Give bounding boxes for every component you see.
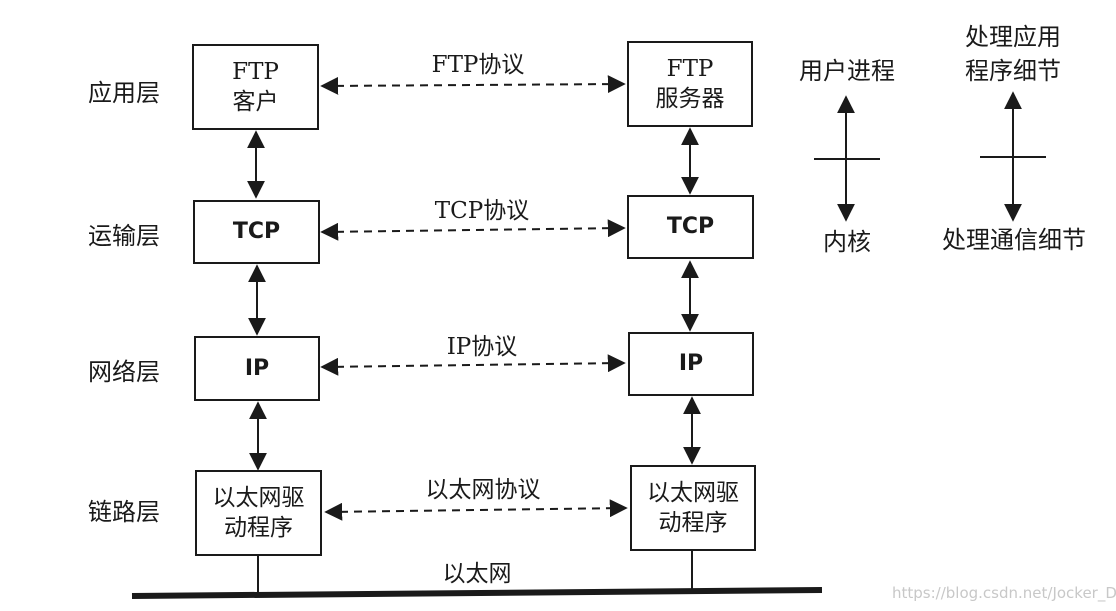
server-eth-driver-box: 以太网驱 动程序 — [630, 465, 756, 551]
client-eth-driver-box: 以太网驱 动程序 — [195, 470, 322, 556]
server-eth-line1: 以太网驱 — [647, 480, 739, 506]
ftp-protocol-arrow — [320, 75, 626, 95]
client-ip-box: IP — [194, 336, 320, 401]
client-tcp-box: TCP — [193, 200, 320, 264]
legend-app-details-line2: 程序细节 — [965, 57, 1061, 85]
client-eth-line1: 以太网驱 — [212, 485, 305, 511]
legend-app-details: 处理应用 程序细节 — [955, 20, 1071, 88]
watermark-text: https://blog.csdn.net/Jocker_D — [892, 584, 1116, 602]
layer-label-link: 链路层 — [88, 498, 160, 526]
layer-label-transport: 运输层 — [88, 222, 160, 250]
client-tcp-label: TCP — [232, 219, 281, 244]
ethernet-medium-label: 以太网 — [442, 561, 512, 587]
ip-protocol-arrow — [320, 354, 626, 376]
eth-protocol-arrow — [324, 499, 628, 521]
legend-user-process: 用户进程 — [799, 57, 895, 85]
legend-app-details-line1: 处理应用 — [965, 23, 1061, 51]
client-ftp-line2: 客户 — [232, 89, 279, 115]
client-eth-line2: 动程序 — [224, 515, 293, 541]
server-ip-label: IP — [678, 351, 704, 376]
ftp-protocol-label: FTP协议 — [431, 52, 525, 78]
server-ip-box: IP — [628, 332, 754, 396]
tcp-protocol-arrow — [320, 219, 626, 241]
legend-kernel: 内核 — [823, 228, 871, 256]
server-eth-line2: 动程序 — [658, 510, 728, 536]
legend-comm-details: 处理通信细节 — [942, 226, 1086, 254]
server-ftp-line2: 服务器 — [655, 86, 725, 112]
ip-protocol-label: IP协议 — [446, 334, 518, 360]
server-tcp-box: TCP — [627, 195, 754, 259]
client-ftp-box: FTP 客户 — [192, 44, 319, 130]
client-ip-label: IP — [244, 355, 270, 381]
client-ftp-line1: FTP — [232, 59, 279, 85]
ethernet-bus — [131, 587, 823, 599]
layer-label-application: 应用层 — [88, 79, 160, 107]
eth-protocol-label: 以太网协议 — [425, 477, 541, 503]
layer-label-network: 网络层 — [88, 358, 160, 386]
tcp-protocol-label: TCP协议 — [434, 198, 530, 224]
server-tcp-label: TCP — [666, 214, 715, 239]
server-ftp-line1: FTP — [666, 56, 714, 82]
server-ftp-box: FTP 服务器 — [627, 41, 753, 127]
